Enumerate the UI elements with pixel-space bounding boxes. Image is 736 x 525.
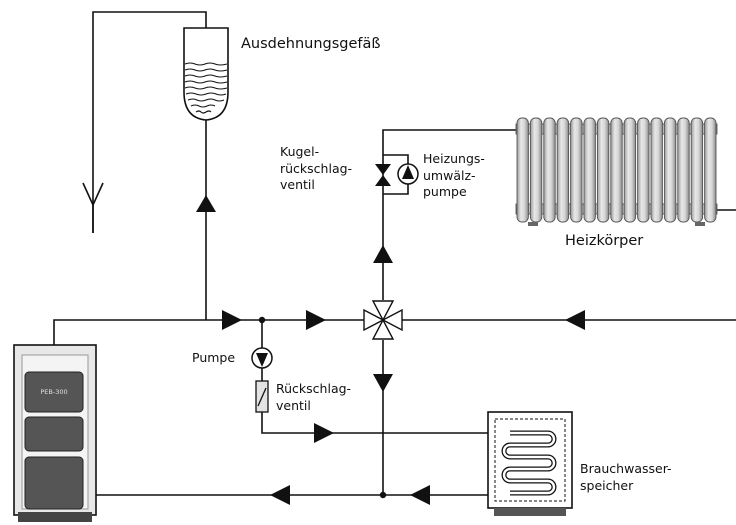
pump-icon bbox=[251, 347, 273, 369]
radiator-fin bbox=[610, 117, 623, 223]
label-water-tank: Brauchwasser- speicher bbox=[580, 461, 672, 493]
radiator-fin bbox=[516, 117, 529, 223]
arrow-up-icon bbox=[196, 195, 216, 212]
supply-line bbox=[53, 319, 736, 345]
mixing-valve-icon bbox=[363, 300, 403, 340]
arrow-down-icon bbox=[373, 374, 393, 392]
radiator-fin bbox=[637, 117, 650, 223]
circulation-pump-icon bbox=[397, 163, 419, 185]
radiator-fin bbox=[543, 117, 556, 223]
pipes bbox=[53, 11, 736, 496]
arrow-right-icon bbox=[314, 423, 334, 443]
flow-arrows bbox=[196, 195, 585, 505]
arrow-right-icon bbox=[306, 310, 326, 330]
svg-text:PEB-300: PEB-300 bbox=[40, 388, 67, 396]
arrow-left-icon bbox=[410, 485, 430, 505]
radiator-fin bbox=[596, 117, 610, 223]
label-check-valve: Rückschlag- ventil bbox=[276, 381, 352, 413]
water-tank bbox=[487, 411, 573, 516]
expansion-vessel bbox=[183, 27, 229, 121]
label-pump: Pumpe bbox=[192, 350, 236, 365]
radiator-fin bbox=[663, 117, 677, 223]
radiator-fin bbox=[570, 117, 583, 223]
label-radiator: Heizkörper bbox=[565, 233, 644, 249]
radiator-supply-pipe bbox=[382, 129, 520, 300]
radiator-fin bbox=[704, 117, 717, 223]
check-valve-icon bbox=[255, 368, 269, 413]
arrow-right-icon bbox=[222, 310, 242, 330]
junction-dot bbox=[258, 316, 266, 324]
boiler-display bbox=[24, 371, 84, 413]
overflow-funnel-icon bbox=[82, 182, 104, 233]
radiator-fin bbox=[583, 117, 596, 223]
radiator-fin bbox=[529, 117, 543, 223]
arrow-up-icon bbox=[373, 245, 393, 263]
ball-check-valve-icon bbox=[375, 164, 391, 186]
radiator-fin bbox=[650, 117, 663, 223]
radiator-fin bbox=[623, 117, 637, 223]
label-circulation-pump: Heizungs- umwälz- pumpe bbox=[423, 151, 485, 199]
radiator-fin bbox=[556, 117, 570, 223]
radiator bbox=[515, 117, 718, 226]
radiator-fin bbox=[690, 117, 704, 223]
arrow-left-icon bbox=[270, 485, 290, 505]
arrow-left-icon bbox=[565, 310, 585, 330]
overflow-pipe bbox=[92, 11, 207, 233]
boiler: PEB-300 bbox=[13, 344, 97, 522]
junction-dot bbox=[379, 491, 387, 499]
radiator-fin bbox=[677, 117, 690, 223]
label-expansion-vessel: Ausdehnungsgefäß bbox=[241, 36, 381, 52]
tank-feed-pipe-lower bbox=[261, 412, 510, 434]
label-ball-check-valve: Kugel- rückschlag- ventil bbox=[280, 144, 353, 192]
